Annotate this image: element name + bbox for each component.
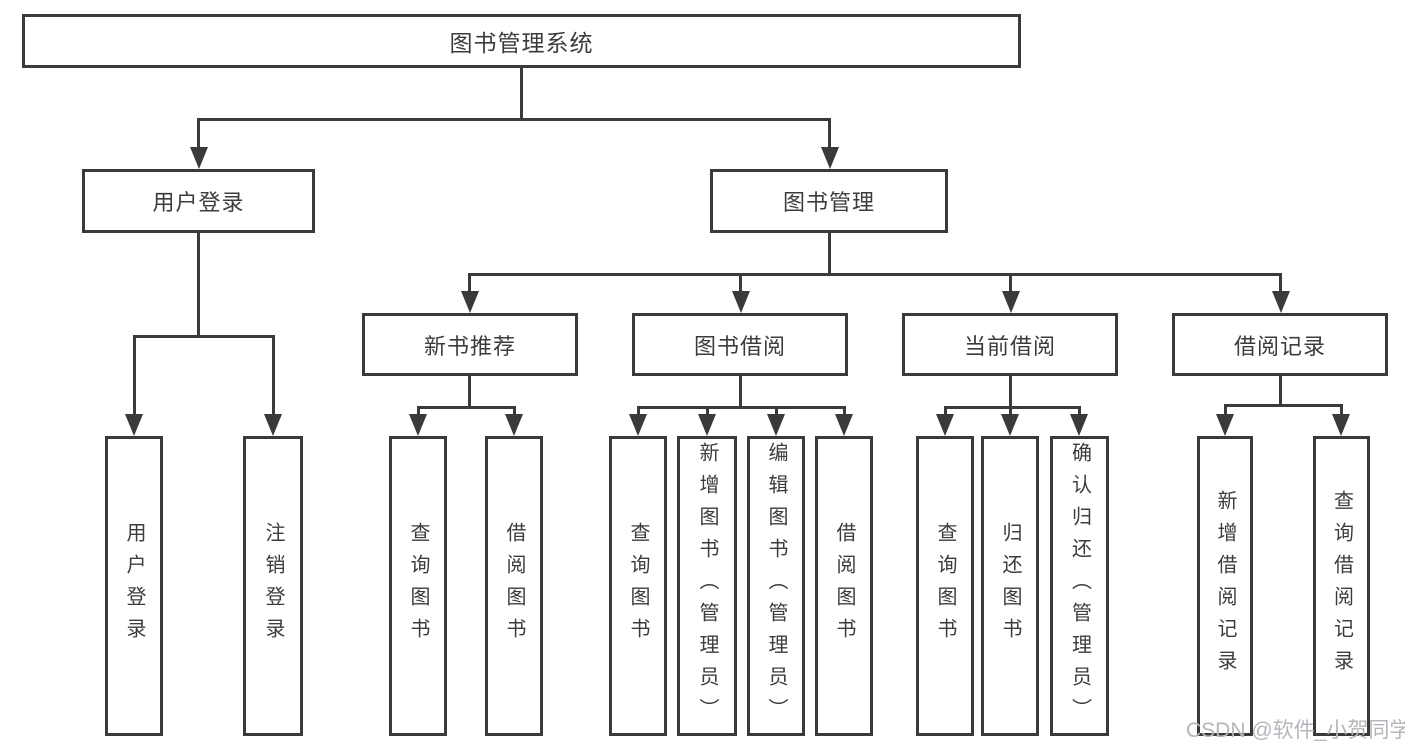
node-borrow-record: 借阅记录	[1172, 313, 1388, 376]
connector-user-login-trunk	[197, 233, 200, 337]
arrowhead-br-add	[1216, 414, 1234, 436]
connector-modules-horizontal	[468, 273, 1282, 276]
leaf-edit-books-admin: 编辑图书（管理员）	[747, 436, 805, 736]
connector-book-borrow-horizontal	[637, 406, 846, 409]
arrowhead-user-login	[190, 147, 208, 169]
leaf-borrow-books-recommend: 借阅图书	[485, 436, 543, 736]
leaf-add-books-admin-label: 新增图书（管理员）	[696, 442, 718, 730]
arrowhead-current-borrow	[1002, 291, 1020, 313]
connector-book-borrow-trunk	[739, 376, 742, 409]
leaf-logout-label: 注销登录	[262, 522, 284, 650]
leaf-confirm-return-admin: 确认归还（管理员）	[1050, 436, 1109, 736]
connector-stem-bb-add	[706, 406, 709, 416]
connector-stem-nb-query	[417, 406, 420, 416]
arrowhead-borrow-record	[1272, 291, 1290, 313]
arrowhead-br-query	[1332, 414, 1350, 436]
leaf-query-borrow-record-label: 查询借阅记录	[1330, 490, 1353, 682]
connector-stem-bb-query	[637, 406, 640, 416]
arrowhead-book-borrow	[732, 291, 750, 313]
connector-stem-cb-return	[1009, 406, 1012, 416]
connector-root-horizontal	[197, 118, 831, 121]
leaf-query-books-current-label: 查询图书	[934, 522, 956, 650]
leaf-add-borrow-record: 新增借阅记录	[1197, 436, 1253, 736]
book-management-label: 图书管理	[782, 190, 875, 215]
connector-user-login-horizontal	[133, 335, 275, 338]
arrowhead-bb-add	[698, 414, 716, 436]
arrowhead-book-management	[821, 147, 839, 169]
leaf-query-books-recommend-label: 查询图书	[407, 522, 429, 650]
connector-stem-current-borrow	[1009, 273, 1012, 293]
connector-borrow-record-trunk	[1279, 376, 1282, 407]
leaf-edit-books-admin-label: 编辑图书（管理员）	[765, 442, 787, 730]
arrowhead-leaf-logout	[264, 414, 282, 436]
leaf-query-borrow-record: 查询借阅记录	[1313, 436, 1370, 736]
connector-stem-borrow-record	[1279, 273, 1282, 293]
root-label: 图书管理系统	[449, 30, 594, 56]
connector-stem-book-management	[828, 118, 831, 150]
arrowhead-new-book	[461, 291, 479, 313]
connector-root-trunk	[520, 68, 523, 121]
connector-stem-bb-edit	[775, 406, 778, 416]
leaf-return-books: 归还图书	[981, 436, 1039, 736]
connector-stem-bb-borrow	[843, 406, 846, 416]
leaf-return-books-label: 归还图书	[999, 522, 1021, 650]
node-root-system: 图书管理系统	[22, 14, 1021, 68]
arrowhead-bb-query	[629, 414, 647, 436]
connector-stem-br-query	[1340, 404, 1343, 416]
connector-stem-user-login	[197, 118, 200, 150]
user-login-label: 用户登录	[152, 190, 245, 215]
connector-stem-cb-query	[944, 406, 947, 416]
leaf-borrow-books: 借阅图书	[815, 436, 873, 736]
connector-stem-book-borrow	[739, 273, 742, 293]
node-user-login: 用户登录	[82, 169, 315, 233]
connector-stem-nb-borrow	[513, 406, 516, 416]
arrowhead-bb-borrow	[835, 414, 853, 436]
book-borrow-label: 图书借阅	[693, 333, 786, 359]
connector-stem-leaf-logout	[272, 335, 275, 415]
arrowhead-cb-query	[936, 414, 954, 436]
connector-stem-new-book	[468, 273, 471, 293]
leaf-logout: 注销登录	[243, 436, 303, 736]
connector-stem-cb-confirm	[1078, 406, 1081, 416]
leaf-query-books-borrow: 查询图书	[609, 436, 667, 736]
connector-stem-leaf-login	[133, 335, 136, 415]
leaf-user-login: 用户登录	[105, 436, 163, 736]
arrowhead-nb-borrow	[505, 414, 523, 436]
current-borrow-label: 当前借阅	[963, 333, 1056, 359]
arrowhead-cb-return	[1001, 414, 1019, 436]
arrowhead-nb-query	[409, 414, 427, 436]
node-book-management: 图书管理	[710, 169, 948, 233]
node-new-book-recommend: 新书推荐	[362, 313, 578, 376]
csdn-watermark: CSDN @软件_小贺同学	[1186, 719, 1405, 742]
borrow-record-label: 借阅记录	[1233, 333, 1326, 359]
leaf-borrow-books-recommend-label: 借阅图书	[503, 522, 525, 650]
leaf-add-borrow-record-label: 新增借阅记录	[1214, 490, 1236, 682]
leaf-borrow-books-label: 借阅图书	[833, 522, 855, 650]
leaf-confirm-return-admin-label: 确认归还（管理员）	[1068, 442, 1091, 730]
leaf-query-books-recommend: 查询图书	[389, 436, 447, 736]
connector-stem-br-add	[1224, 404, 1227, 416]
connector-book-management-trunk	[828, 233, 831, 276]
arrowhead-leaf-login	[125, 414, 143, 436]
leaf-query-books-borrow-label: 查询图书	[627, 522, 649, 650]
node-current-borrow: 当前借阅	[902, 313, 1118, 376]
leaf-user-login-label: 用户登录	[123, 522, 145, 650]
connector-new-book-horizontal	[417, 406, 516, 409]
connector-current-borrow-trunk	[1009, 376, 1012, 409]
connector-borrow-record-horizontal	[1224, 404, 1343, 407]
node-book-borrow: 图书借阅	[632, 313, 848, 376]
connector-new-book-trunk	[468, 376, 471, 409]
connector-current-borrow-horizontal	[944, 406, 1081, 409]
arrowhead-bb-edit	[767, 414, 785, 436]
new-book-recommend-label: 新书推荐	[423, 333, 516, 359]
leaf-query-books-current: 查询图书	[916, 436, 974, 736]
arrowhead-cb-confirm	[1070, 414, 1088, 436]
leaf-add-books-admin: 新增图书（管理员）	[677, 436, 737, 736]
